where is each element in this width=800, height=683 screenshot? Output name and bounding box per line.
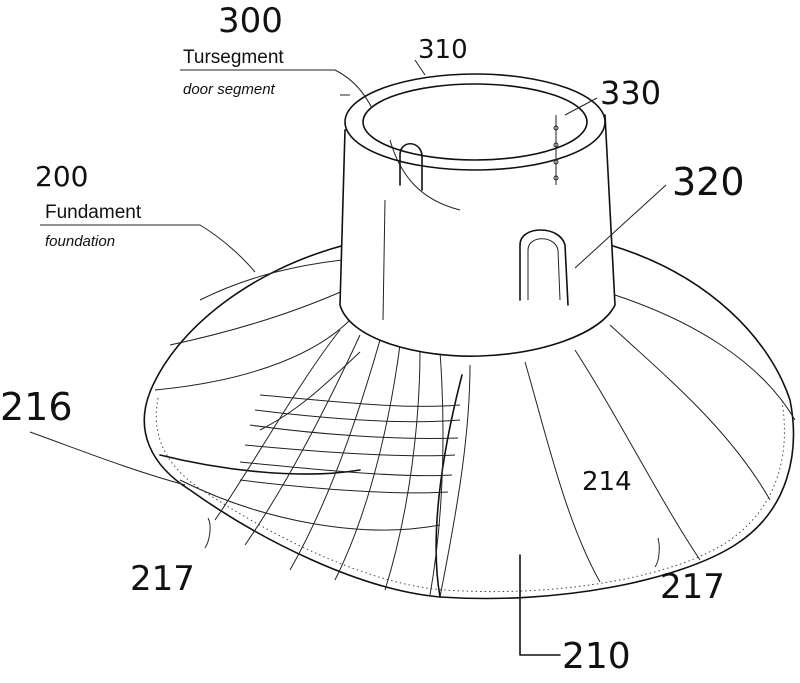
- ref-217-lower: 217: [130, 559, 195, 599]
- ref-foundation-de: Fundament: [45, 202, 142, 223]
- foundation-body: [143, 244, 796, 600]
- ref-216: 216: [0, 385, 73, 429]
- ref-200: 200: [35, 160, 88, 193]
- ref-217-right: 217: [660, 567, 725, 607]
- ref-door-segment-en: door segment: [183, 81, 276, 98]
- ref-foundation-en: foundation: [45, 233, 115, 250]
- door-segment-cylinder: [339, 73, 616, 357]
- pipe-cage: [214, 329, 461, 596]
- ref-330: 330: [600, 74, 661, 112]
- ref-300: 300: [218, 1, 283, 41]
- ref-214: 214: [582, 467, 632, 497]
- ref-door-segment-de: Tursegment: [183, 47, 284, 68]
- reference-labels: 300 Tursegment door segment 200 Fundamen…: [0, 1, 745, 677]
- ref-310: 310: [418, 35, 468, 65]
- leader-lines: [29, 59, 667, 656]
- ref-320: 320: [672, 160, 745, 204]
- ref-210: 210: [562, 636, 631, 677]
